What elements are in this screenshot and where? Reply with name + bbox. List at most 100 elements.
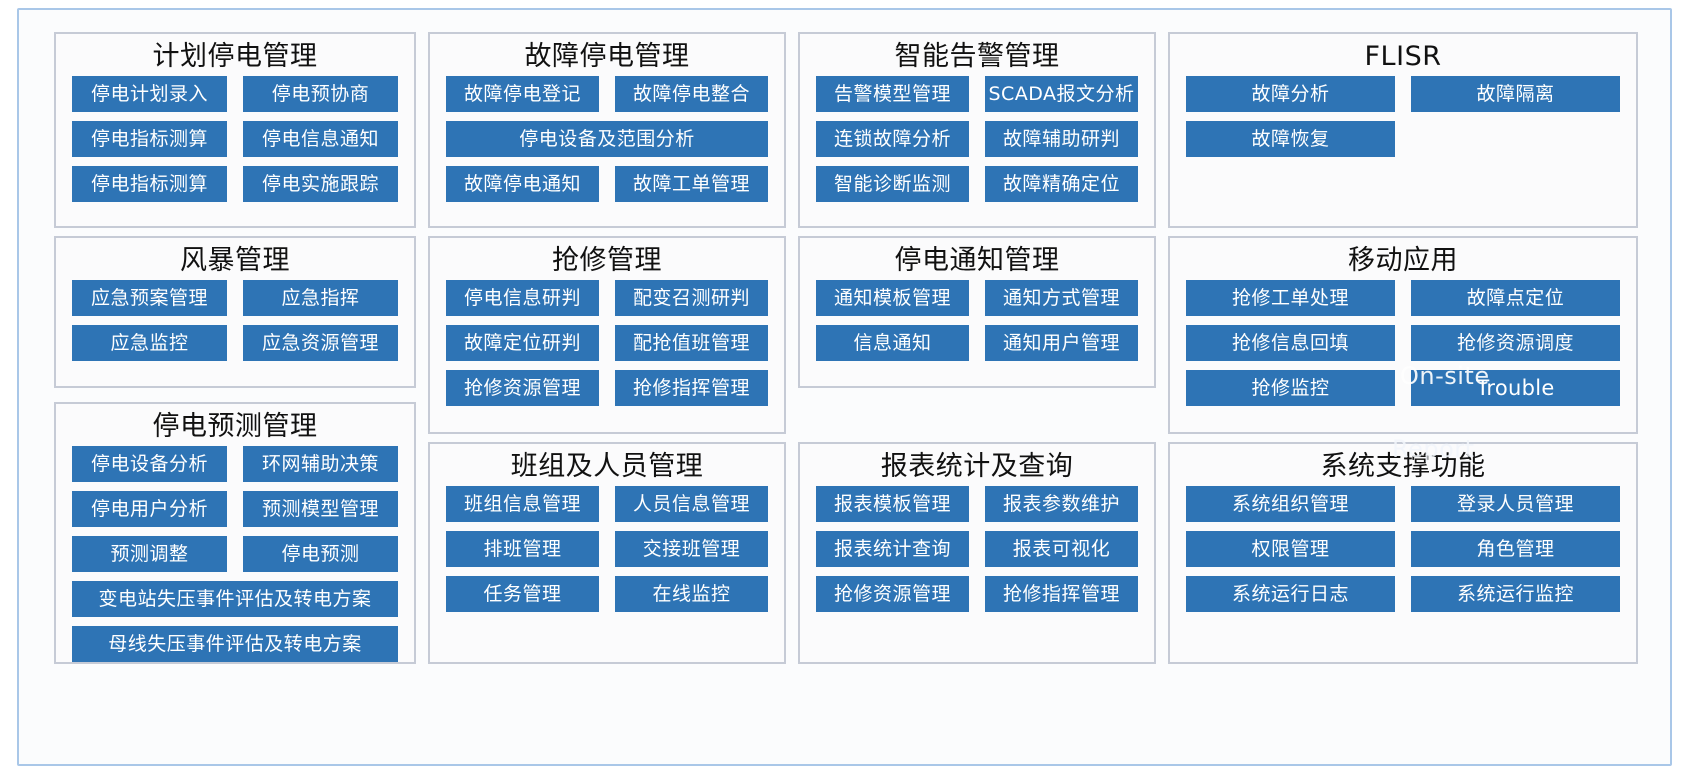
panel-flisr: FLISR 故障分析故障隔离故障恢复 bbox=[1168, 32, 1638, 228]
button-mobile-application-4[interactable]: 抢修监控 bbox=[1186, 370, 1395, 407]
button-outage-forecast-management-0[interactable]: 停电设备分析 bbox=[72, 446, 227, 483]
button-mobile-application-2[interactable]: 抢修信息回填 bbox=[1186, 325, 1395, 362]
button-outage-forecast-management-4[interactable]: 预测调整 bbox=[72, 536, 227, 573]
button-outage-notification-management-0[interactable]: 通知模板管理 bbox=[816, 280, 969, 317]
button-mobile-application-0[interactable]: 抢修工单处理 bbox=[1186, 280, 1395, 317]
button-storm-management-3[interactable]: 应急资源管理 bbox=[243, 325, 398, 362]
button-report-statistics-and-query-1[interactable]: 报表参数维护 bbox=[985, 486, 1138, 523]
panel-mobile-application: 移动应用抢修工单处理故障点定位抢修信息回填抢修资源调度抢修监控 Trouble bbox=[1168, 236, 1638, 434]
panel-title-planned-outage-management: 计划停电管理 bbox=[152, 41, 318, 72]
button-outage-notification-management-2[interactable]: 信息通知 bbox=[816, 325, 969, 362]
button-grid-flisr: 故障分析故障隔离故障恢复 bbox=[1170, 76, 1636, 167]
button-emergency-repair-management-3[interactable]: 配抢值班管理 bbox=[615, 325, 768, 362]
button-outage-notification-management-3[interactable]: 通知用户管理 bbox=[985, 325, 1138, 362]
button-outage-notification-management-1[interactable]: 通知方式管理 bbox=[985, 280, 1138, 317]
button-grid-mobile-application: 抢修工单处理故障点定位抢修信息回填抢修资源调度抢修监控 Trouble bbox=[1170, 280, 1636, 416]
button-report-statistics-and-query-0[interactable]: 报表模板管理 bbox=[816, 486, 969, 523]
button-emergency-repair-management-0[interactable]: 停电信息研判 bbox=[446, 280, 599, 317]
panel-title-intelligent-alarm-management: 智能告警管理 bbox=[894, 41, 1060, 72]
button-emergency-repair-management-4[interactable]: 抢修资源管理 bbox=[446, 370, 599, 407]
button-intelligent-alarm-management-5[interactable]: 故障精确定位 bbox=[985, 166, 1138, 203]
panel-title-report-statistics-and-query: 报表统计及查询 bbox=[880, 451, 1074, 482]
button-mobile-application-1[interactable]: 故障点定位 bbox=[1411, 280, 1620, 317]
button-emergency-repair-management-2[interactable]: 故障定位研判 bbox=[446, 325, 599, 362]
button-intelligent-alarm-management-1[interactable]: SCADA报文分析 bbox=[985, 76, 1138, 113]
button-team-and-personnel-management-3[interactable]: 交接班管理 bbox=[615, 531, 768, 568]
button-system-support-functions-3[interactable]: 角色管理 bbox=[1411, 531, 1620, 568]
button-fault-outage-management-3[interactable]: 故障停电通知 bbox=[446, 166, 599, 203]
panel-title-team-and-personnel-management: 班组及人员管理 bbox=[510, 451, 704, 482]
panel-planned-outage-management: 计划停电管理停电计划录入停电预协商停电指标测算停电信息通知停电指标测算停电实施跟… bbox=[54, 32, 416, 228]
panel-title-outage-notification-management: 停电通知管理 bbox=[894, 245, 1060, 276]
button-team-and-personnel-management-2[interactable]: 排班管理 bbox=[446, 531, 599, 568]
button-outage-forecast-management-6[interactable]: 变电站失压事件评估及转电方案 bbox=[72, 581, 398, 618]
button-flisr-0[interactable]: 故障分析 bbox=[1186, 76, 1395, 113]
button-intelligent-alarm-management-2[interactable]: 连锁故障分析 bbox=[816, 121, 969, 158]
button-grid-planned-outage-management: 停电计划录入停电预协商停电指标测算停电信息通知停电指标测算停电实施跟踪 bbox=[56, 76, 414, 212]
panel-title-flisr: FLISR bbox=[1364, 41, 1442, 72]
panel-title-fault-outage-management: 故障停电管理 bbox=[524, 41, 690, 72]
panel-title-system-support-functions: 系统支撑功能 bbox=[1320, 451, 1486, 482]
button-team-and-personnel-management-4[interactable]: 任务管理 bbox=[446, 576, 599, 613]
button-fault-outage-management-1[interactable]: 故障停电整合 bbox=[615, 76, 768, 113]
button-grid-storm-management: 应急预案管理应急指挥应急监控应急资源管理 bbox=[56, 280, 414, 371]
panel-fault-outage-management: 故障停电管理故障停电登记故障停电整合停电设备及范围分析故障停电通知故障工单管理 bbox=[428, 32, 786, 228]
button-planned-outage-management-1[interactable]: 停电预协商 bbox=[243, 76, 398, 113]
button-outage-forecast-management-2[interactable]: 停电用户分析 bbox=[72, 491, 227, 528]
button-intelligent-alarm-management-3[interactable]: 故障辅助研判 bbox=[985, 121, 1138, 158]
button-storm-management-0[interactable]: 应急预案管理 bbox=[72, 280, 227, 317]
button-flisr-1[interactable]: 故障隔离 bbox=[1411, 76, 1620, 113]
panel-title-outage-forecast-management: 停电预测管理 bbox=[152, 411, 318, 442]
button-storm-management-2[interactable]: 应急监控 bbox=[72, 325, 227, 362]
panel-grid: 计划停电管理停电计划录入停电预协商停电指标测算停电信息通知停电指标测算停电实施跟… bbox=[40, 22, 1652, 750]
panel-intelligent-alarm-management: 智能告警管理告警模型管理 SCADA报文分析连锁故障分析故障辅助研判智能诊断监测故… bbox=[798, 32, 1156, 228]
button-emergency-repair-management-1[interactable]: 配变召测研判 bbox=[615, 280, 768, 317]
panel-team-and-personnel-management: 班组及人员管理班组信息管理人员信息管理排班管理交接班管理任务管理在线监控 bbox=[428, 442, 786, 664]
button-storm-management-1[interactable]: 应急指挥 bbox=[243, 280, 398, 317]
button-system-support-functions-2[interactable]: 权限管理 bbox=[1186, 531, 1395, 568]
panel-title-emergency-repair-management: 抢修管理 bbox=[552, 245, 662, 276]
panel-title-storm-management: 风暴管理 bbox=[180, 245, 290, 276]
button-mobile-application-3[interactable]: 抢修资源调度 bbox=[1411, 325, 1620, 362]
button-emergency-repair-management-5[interactable]: 抢修指挥管理 bbox=[615, 370, 768, 407]
panel-outage-notification-management: 停电通知管理通知模板管理通知方式管理信息通知通知用户管理 bbox=[798, 236, 1156, 388]
button-planned-outage-management-3[interactable]: 停电信息通知 bbox=[243, 121, 398, 158]
button-outage-forecast-management-5[interactable]: 停电预测 bbox=[243, 536, 398, 573]
button-report-statistics-and-query-2[interactable]: 报表统计查询 bbox=[816, 531, 969, 568]
button-grid-intelligent-alarm-management: 告警模型管理 SCADA报文分析连锁故障分析故障辅助研判智能诊断监测故障精确定位 bbox=[800, 76, 1154, 212]
button-fault-outage-management-4[interactable]: 故障工单管理 bbox=[615, 166, 768, 203]
button-outage-forecast-management-1[interactable]: 环网辅助决策 bbox=[243, 446, 398, 483]
button-fault-outage-management-0[interactable]: 故障停电登记 bbox=[446, 76, 599, 113]
button-grid-system-support-functions: 系统组织管理登录人员管理权限管理角色管理系统运行日志系统运行监控 bbox=[1170, 486, 1636, 622]
panel-storm-management: 风暴管理应急预案管理应急指挥应急监控应急资源管理 bbox=[54, 236, 416, 388]
button-outage-forecast-management-7[interactable]: 母线失压事件评估及转电方案 bbox=[72, 626, 398, 663]
button-report-statistics-and-query-3[interactable]: 报表可视化 bbox=[985, 531, 1138, 568]
button-planned-outage-management-0[interactable]: 停电计划录入 bbox=[72, 76, 227, 113]
button-grid-emergency-repair-management: 停电信息研判配变召测研判故障定位研判配抢值班管理抢修资源管理抢修指挥管理 bbox=[430, 280, 784, 416]
button-planned-outage-management-5[interactable]: 停电实施跟踪 bbox=[243, 166, 398, 203]
button-planned-outage-management-4[interactable]: 停电指标测算 bbox=[72, 166, 227, 203]
button-system-support-functions-0[interactable]: 系统组织管理 bbox=[1186, 486, 1395, 523]
button-grid-report-statistics-and-query: 报表模板管理报表参数维护报表统计查询报表可视化抢修资源管理抢修指挥管理 bbox=[800, 486, 1154, 622]
button-grid-outage-forecast-management: 停电设备分析环网辅助决策停电用户分析预测模型管理预测调整停电预测变电站失压事件评… bbox=[56, 446, 414, 672]
button-grid-team-and-personnel-management: 班组信息管理人员信息管理排班管理交接班管理任务管理在线监控 bbox=[430, 486, 784, 622]
button-flisr-2[interactable]: 故障恢复 bbox=[1186, 121, 1395, 158]
button-mobile-application-5[interactable]: Trouble bbox=[1411, 370, 1620, 407]
button-intelligent-alarm-management-4[interactable]: 智能诊断监测 bbox=[816, 166, 969, 203]
button-team-and-personnel-management-5[interactable]: 在线监控 bbox=[615, 576, 768, 613]
button-system-support-functions-5[interactable]: 系统运行监控 bbox=[1411, 576, 1620, 613]
button-outage-forecast-management-3[interactable]: 预测模型管理 bbox=[243, 491, 398, 528]
button-intelligent-alarm-management-0[interactable]: 告警模型管理 bbox=[816, 76, 969, 113]
button-fault-outage-management-2[interactable]: 停电设备及范围分析 bbox=[446, 121, 768, 158]
button-team-and-personnel-management-1[interactable]: 人员信息管理 bbox=[615, 486, 768, 523]
button-team-and-personnel-management-0[interactable]: 班组信息管理 bbox=[446, 486, 599, 523]
button-planned-outage-management-2[interactable]: 停电指标测算 bbox=[72, 121, 227, 158]
panel-title-mobile-application: 移动应用 bbox=[1348, 245, 1458, 276]
panel-emergency-repair-management: 抢修管理停电信息研判配变召测研判故障定位研判配抢值班管理抢修资源管理抢修指挥管理 bbox=[428, 236, 786, 434]
button-report-statistics-and-query-5[interactable]: 抢修指挥管理 bbox=[985, 576, 1138, 613]
button-grid-outage-notification-management: 通知模板管理通知方式管理信息通知通知用户管理 bbox=[800, 280, 1154, 371]
button-report-statistics-and-query-4[interactable]: 抢修资源管理 bbox=[816, 576, 969, 613]
button-system-support-functions-4[interactable]: 系统运行日志 bbox=[1186, 576, 1395, 613]
button-system-support-functions-1[interactable]: 登录人员管理 bbox=[1411, 486, 1620, 523]
